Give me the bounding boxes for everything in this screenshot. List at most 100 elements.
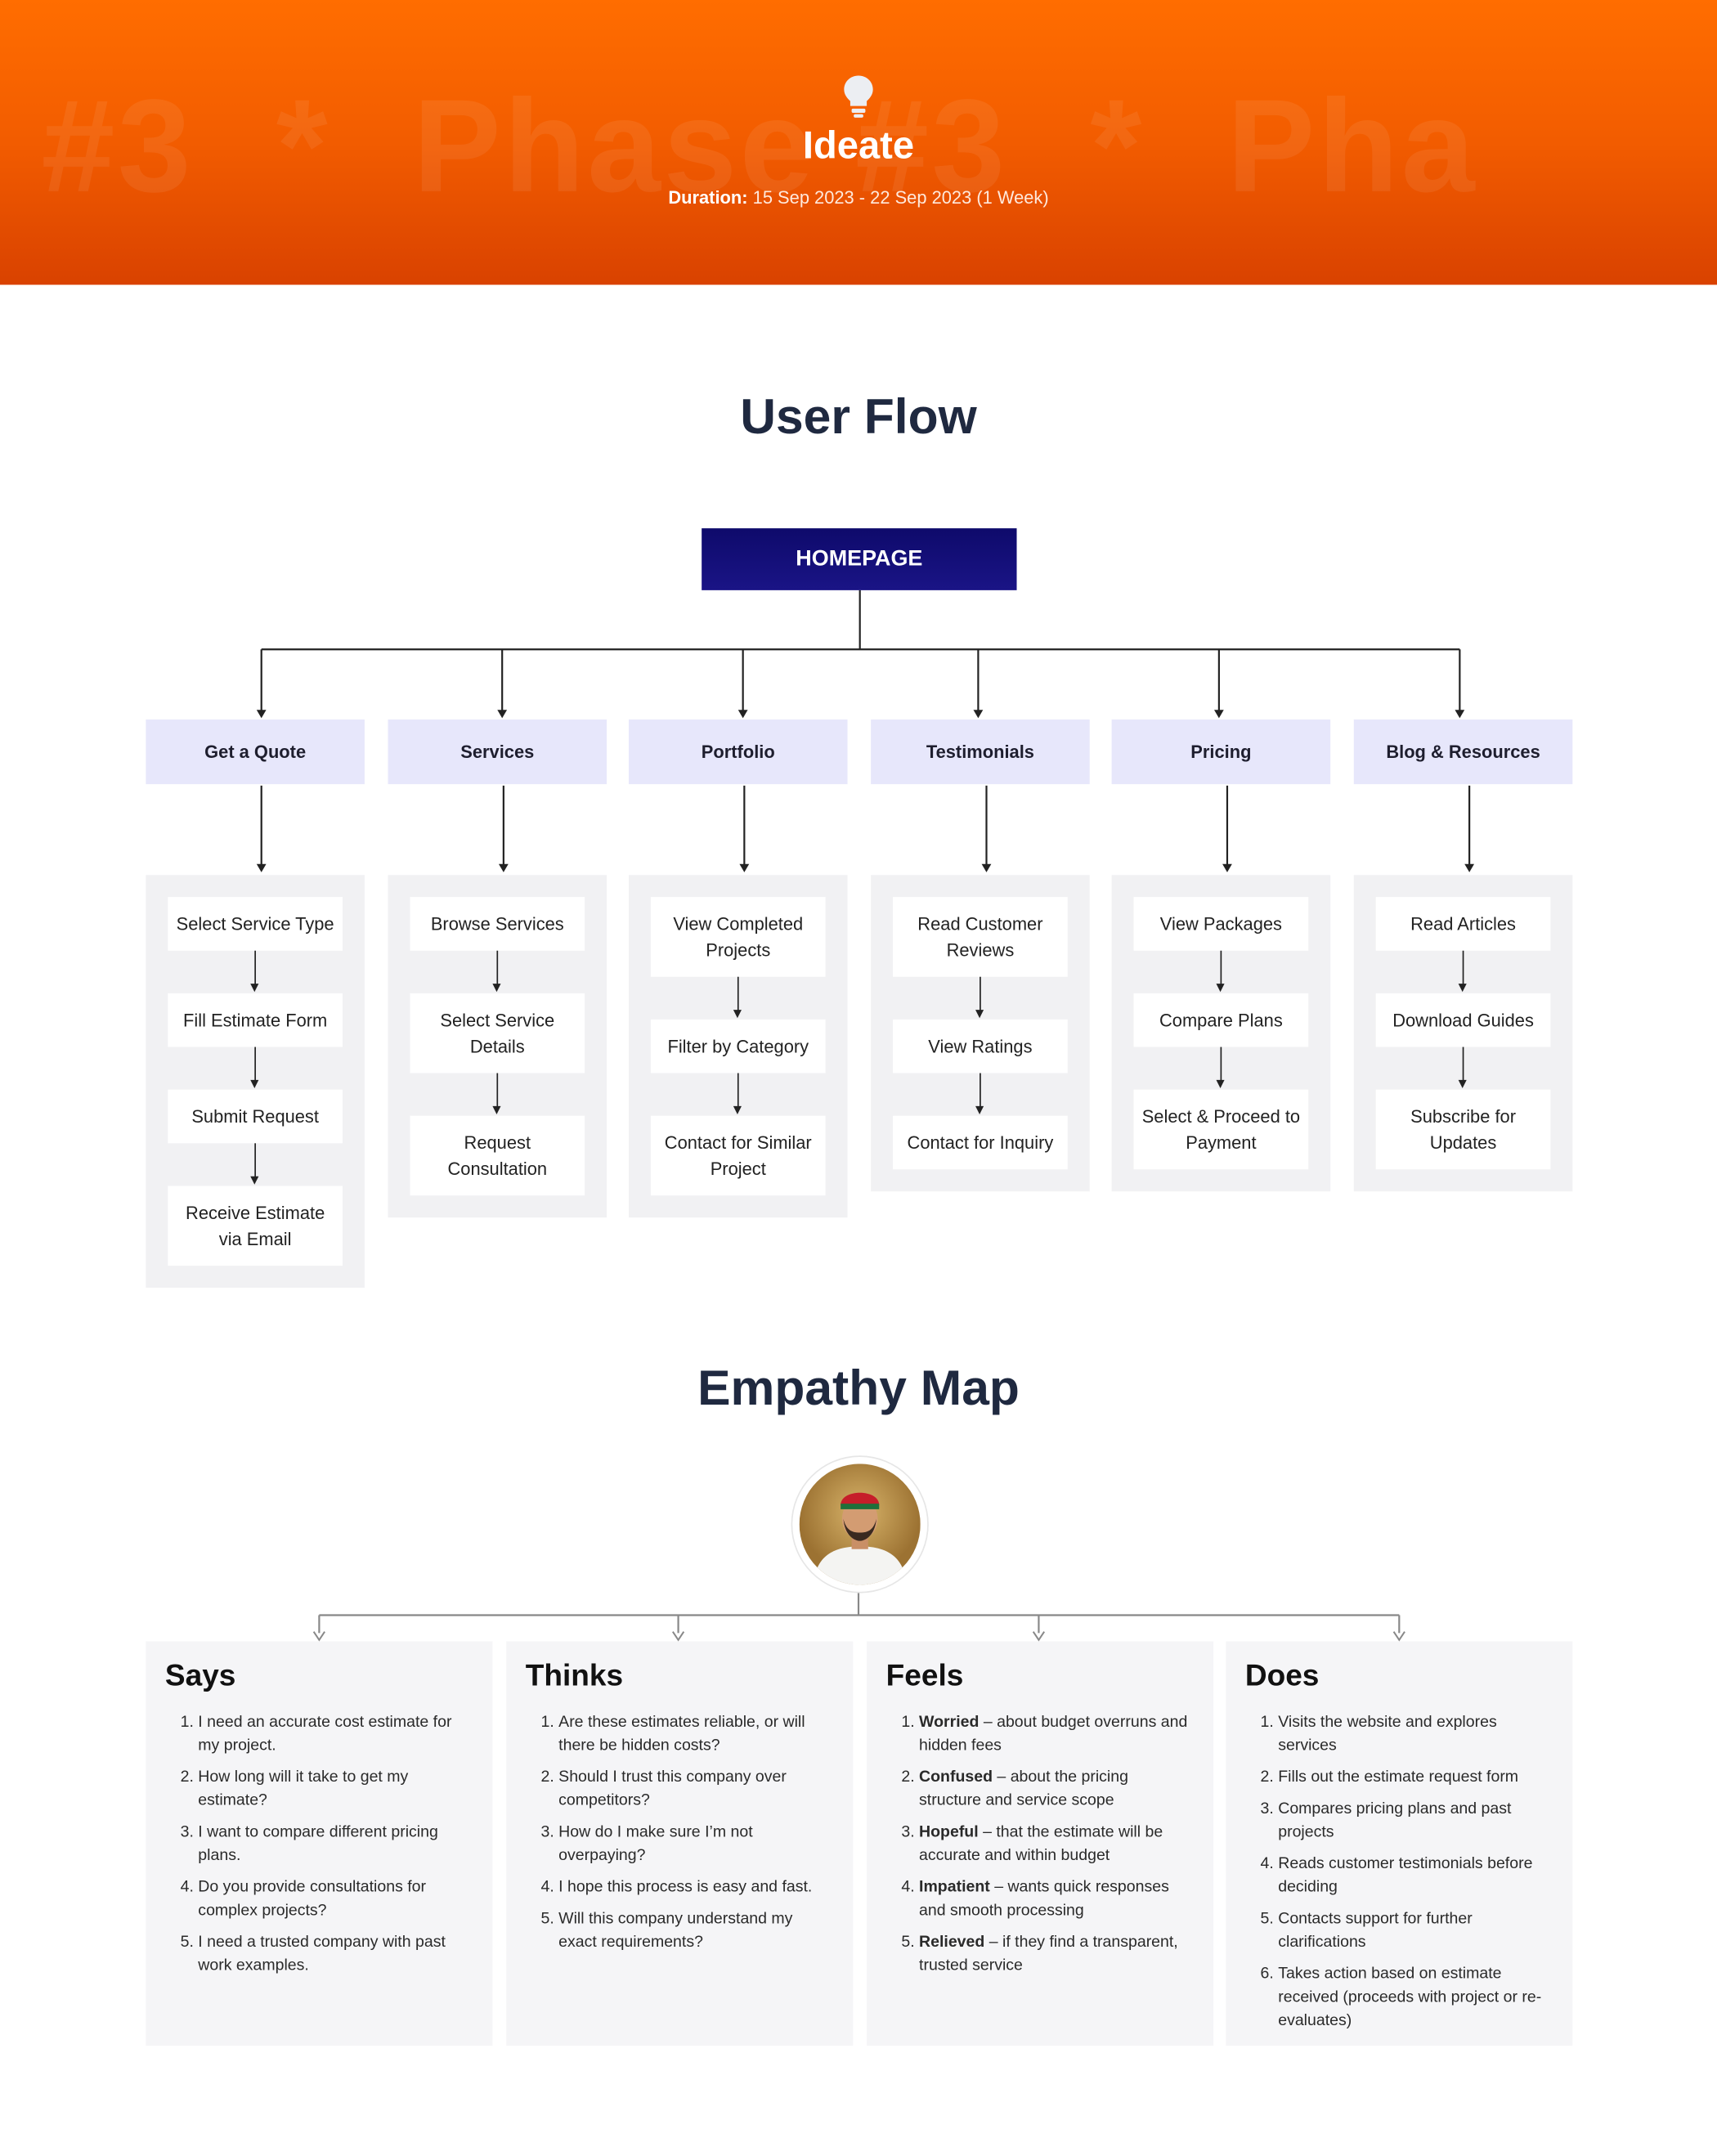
empathy-card-title: Says [164,1657,236,1692]
empathy-item-text: – about the pricing structure and servic… [919,1768,1128,1809]
lightbulb-icon [844,75,873,118]
flow-step: View Completed Projects [650,897,826,977]
empathy-item-text: I want to compare different pricing plan… [198,1822,438,1865]
flow-step: Compare Plans [1133,993,1309,1047]
flow-category-portfolio: Portfolio [628,719,848,785]
flow-step: Fill Estimate Form [168,993,343,1047]
empathy-item-text: – wants quick responses and smooth proce… [919,1877,1169,1920]
down-arrow-icon [249,950,258,993]
watermark-part: * [276,73,331,221]
emotion-label: Worried [919,1712,980,1731]
empathy-list: Worried – about budget overruns and hidd… [886,1710,1195,1977]
empathy-list-item: Fills out the estimate request form [1278,1765,1553,1789]
flow-step: Select & Proceed to Payment [1133,1089,1309,1170]
empathy-list-item: Worried – about budget overruns and hidd… [919,1710,1195,1757]
arrowhead-icon [1455,710,1465,719]
empathy-list-item: Compares pricing plans and past projects [1278,1797,1553,1844]
arrowhead-icon [739,863,750,872]
empathy-item-text: Visits the website and explores services [1278,1712,1497,1755]
empathy-list-item: Contacts support for further clarificati… [1278,1907,1553,1953]
empathy-card-says: Says I need an accurate cost estimate for… [146,1641,493,2046]
down-arrow-icon [733,1073,742,1116]
empathy-item-text: – about budget overruns and hidden fees [919,1712,1188,1755]
arrowhead-icon [497,710,508,719]
empathy-item-text: I hope this process is easy and fast. [558,1877,813,1896]
duration-label: Duration: [668,186,748,208]
empathy-list-item: Confused – about the pricing structure a… [919,1765,1195,1812]
arrowhead-icon [737,710,748,719]
empathy-item-text: Will this company understand my exact re… [558,1909,793,1952]
empathy-card-title: Feels [885,1657,964,1692]
down-arrow-icon [1457,950,1466,993]
empathy-map-title: Empathy Map [697,1359,1020,1416]
flow-step: Select Service Details [410,993,585,1074]
empathy-card-does: DoesVisits the website and explores serv… [1226,1641,1573,2046]
phase-duration: Duration: 15 Sep 2023 - 22 Sep 2023 (1 W… [0,187,1717,208]
empathy-list-item: Are these estimates reliable, or will th… [558,1710,834,1757]
arrowhead-icon [256,863,267,872]
flow-step: Browse Services [410,897,585,951]
watermark-part: #3 [41,73,194,221]
empathy-item-text: Do you provide consultations for complex… [198,1877,427,1920]
flow-category-get-a-quote: Get a Quote [146,719,365,785]
flow-step: Read Customer Reviews [893,897,1068,977]
arrowhead-icon [1392,1631,1405,1642]
emotion-label: Impatient [919,1877,990,1896]
down-arrow-icon [975,1073,984,1116]
arrowhead-icon [256,710,267,719]
empathy-list-item: Do you provide consultations for complex… [198,1876,473,1922]
empathy-list-item: Impatient – wants quick responses and sm… [919,1876,1195,1922]
watermark-text: #3*Phase #3*Pha [41,72,1559,223]
flow-category-testimonials: Testimonials [871,719,1090,785]
flow-category-services: Services [388,719,607,785]
empathy-item-text: – that the estimate will be accurate and… [919,1822,1163,1865]
arrowhead-icon [312,1631,325,1642]
flow-step: View Packages [1133,897,1309,951]
down-arrow-icon [249,1143,258,1186]
empathy-list-item: I need an accurate cost estimate for my … [198,1710,473,1757]
emotion-label: Confused [919,1768,993,1786]
empathy-list-item: Should I trust this company over competi… [558,1765,834,1812]
flow-step: Contact for Inquiry [893,1115,1068,1170]
flow-category-pricing: Pricing [1111,719,1331,785]
flow-step: Subscribe for Updates [1375,1089,1551,1170]
flow-step: Download Guides [1375,993,1551,1047]
empathy-list-item: I hope this process is easy and fast. [558,1876,834,1899]
empathy-list-item: I want to compare different pricing plan… [198,1820,473,1867]
down-arrow-icon [249,1047,258,1090]
empathy-card-title: Thinks [525,1657,624,1692]
empathy-item-text: Compares pricing plans and past projects [1278,1799,1512,1841]
empathy-list-item: Relieved – if they find a transparent, t… [919,1930,1195,1977]
flow-step: Submit Request [168,1089,343,1144]
down-arrow-icon [491,950,500,993]
empathy-list-item: I need a trusted company with past work … [198,1930,473,1977]
down-arrow-icon [491,1073,500,1116]
arrowhead-icon [1464,863,1475,872]
phase-header: #3*Phase #3*Pha Ideate Duration: 15 Sep … [0,0,1717,285]
empathy-item-text: Takes action based on estimate received … [1278,1964,1542,2029]
down-arrow-icon [1215,950,1224,993]
watermark-part: Phase #3 [413,73,1008,221]
empathy-list: Are these estimates reliable, or will th… [526,1710,834,1954]
empathy-item-text: How long will it take to get my estimate… [198,1768,409,1809]
empathy-card-title: Does [1244,1657,1320,1692]
empathy-item-text: Should I trust this company over competi… [558,1768,787,1809]
empathy-item-text: Are these estimates reliable, or will th… [558,1712,805,1755]
empathy-item-text: Contacts support for further clarificati… [1278,1909,1473,1952]
flow-category-blog-resources: Blog & Resources [1353,719,1573,785]
empathy-list-item: How do I make sure I’m not overpaying? [558,1820,834,1867]
watermark-part: * [1090,73,1145,221]
persona-photo [799,1463,921,1585]
arrowhead-icon [973,710,984,719]
emotion-label: Relieved [919,1933,985,1952]
down-arrow-icon [733,976,742,1020]
empathy-item-text: Reads customer testimonials before decid… [1278,1854,1533,1896]
persona-avatar [792,1456,928,1592]
empathy-list: I need an accurate cost estimate for my … [165,1710,473,1977]
